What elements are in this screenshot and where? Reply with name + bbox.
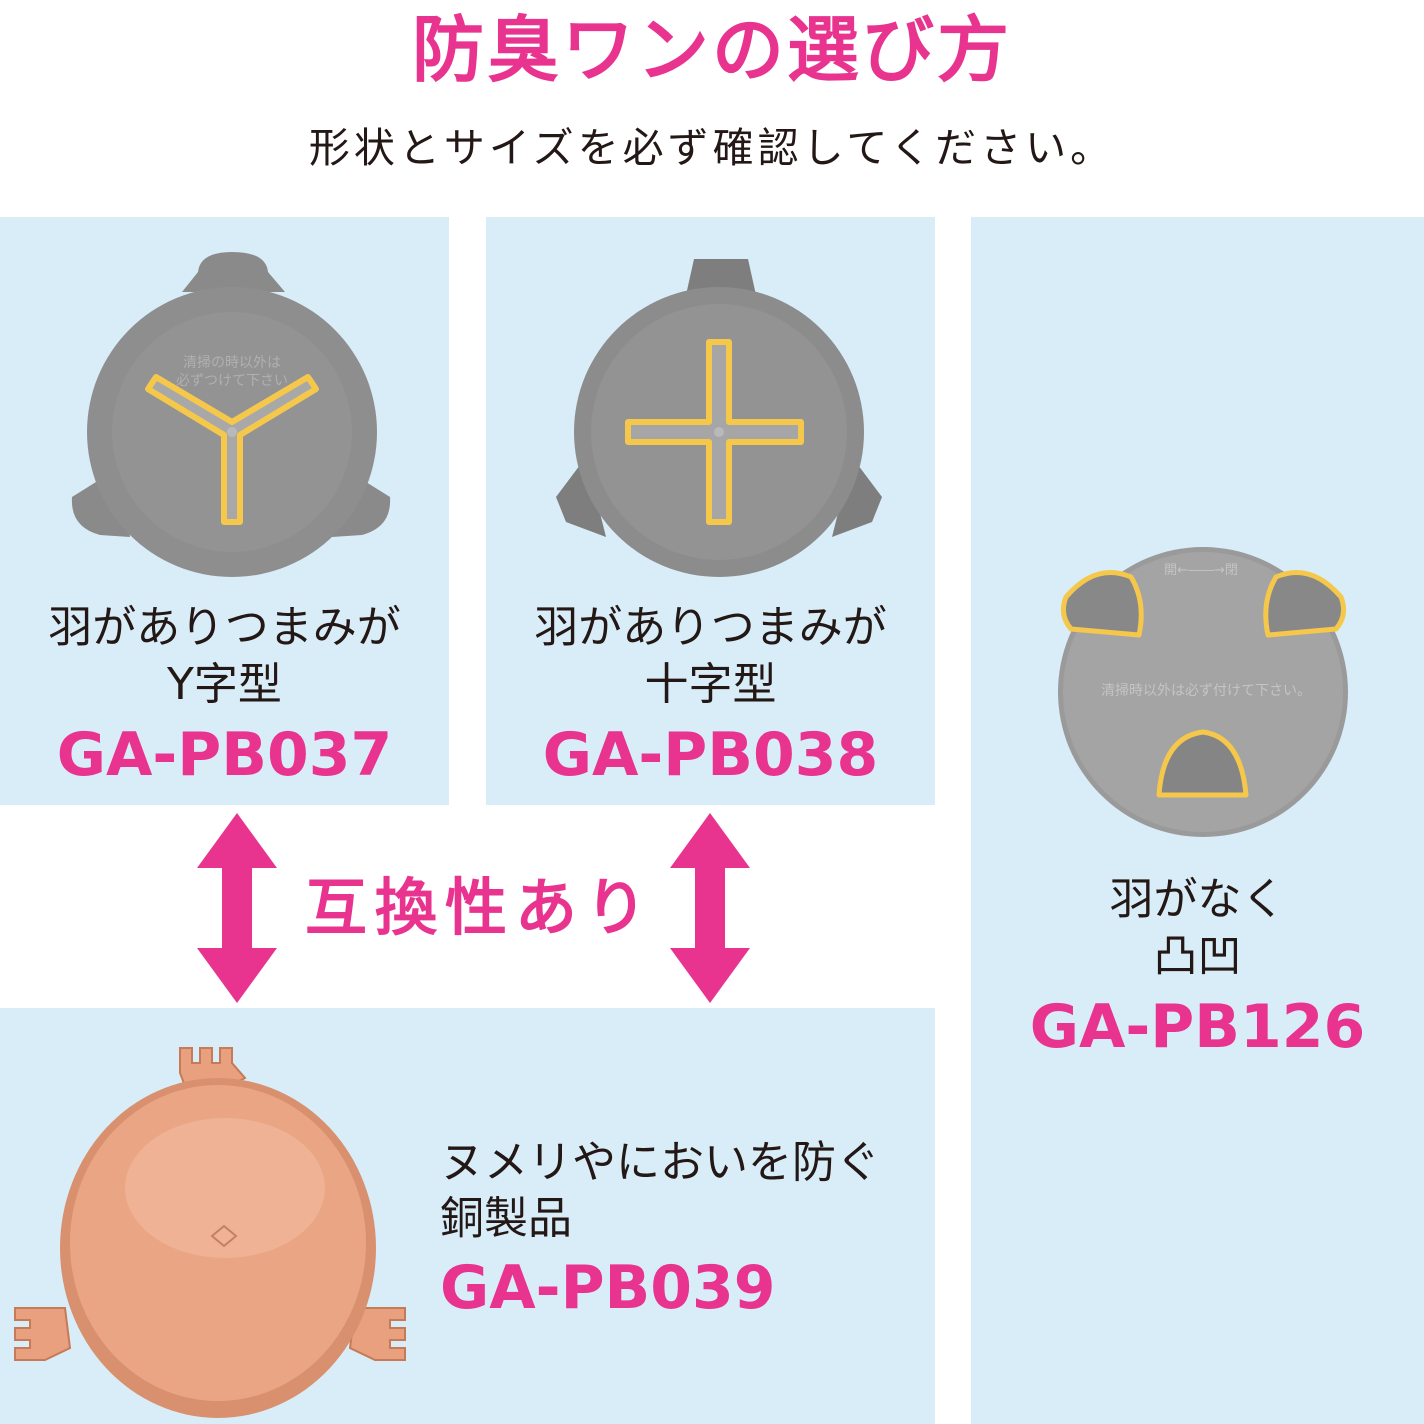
double-arrow-icon-right bbox=[670, 813, 750, 1003]
product-panel-copper: ヌメリやにおいを防ぐ 銅製品 GA-PB039 bbox=[0, 1008, 935, 1424]
product-panel-none: 開←――→閉 清掃時以外は必ず付けて下さい。 羽がなく 凸凹 GA-PB126 bbox=[971, 217, 1424, 1424]
product-panel-y: 清掃の時以外は 必ずつけて下さい 羽がありつまみが Y字型 GA-PB037 bbox=[0, 217, 449, 805]
cross-cap-image bbox=[556, 259, 882, 577]
none-desc-line1: 羽がなく bbox=[1109, 874, 1286, 925]
double-arrow-icon-left bbox=[197, 813, 277, 1003]
flat-cap-open-text: 開←――→閉 bbox=[1164, 563, 1238, 578]
copper-desc-line1: ヌメリやにおいを防ぐ bbox=[440, 1137, 880, 1188]
copper-cap-image bbox=[14, 1047, 406, 1418]
flat-cap-image: 開←――→閉 清掃時以外は必ず付けて下さい。 bbox=[1058, 547, 1348, 837]
none-desc-line2: 凸凹 bbox=[1153, 931, 1242, 982]
product-panel-cross: 羽がありつまみが 十字型 GA-PB038 bbox=[486, 217, 935, 805]
page-subtitle: 形状とサイズを必ず確認してください。 bbox=[308, 124, 1116, 172]
y-product-code: GA-PB037 bbox=[56, 720, 393, 790]
y-desc-line2: Y字型 bbox=[167, 659, 282, 710]
y-cap-image: 清掃の時以外は 必ずつけて下さい bbox=[71, 252, 391, 577]
none-product-code: GA-PB126 bbox=[1029, 992, 1366, 1062]
cross-product-code: GA-PB038 bbox=[542, 720, 879, 790]
y-cap-text1: 清掃の時以外は bbox=[183, 354, 281, 371]
y-cap-text2: 必ずつけて下さい bbox=[176, 373, 288, 389]
y-knob-icon bbox=[145, 374, 319, 525]
flat-cap-text: 清掃時以外は必ず付けて下さい。 bbox=[1101, 682, 1311, 699]
compat-label: 互換性あり bbox=[304, 871, 655, 944]
cross-desc-line2: 十字型 bbox=[644, 659, 777, 710]
copper-product-code: GA-PB039 bbox=[440, 1253, 776, 1323]
cross-desc-line1: 羽がありつまみが bbox=[534, 602, 887, 653]
copper-desc-line2: 銅製品 bbox=[440, 1193, 572, 1244]
y-desc-line1: 羽がありつまみが bbox=[48, 602, 401, 653]
page-title: 防臭ワンの選び方 bbox=[411, 8, 1012, 92]
